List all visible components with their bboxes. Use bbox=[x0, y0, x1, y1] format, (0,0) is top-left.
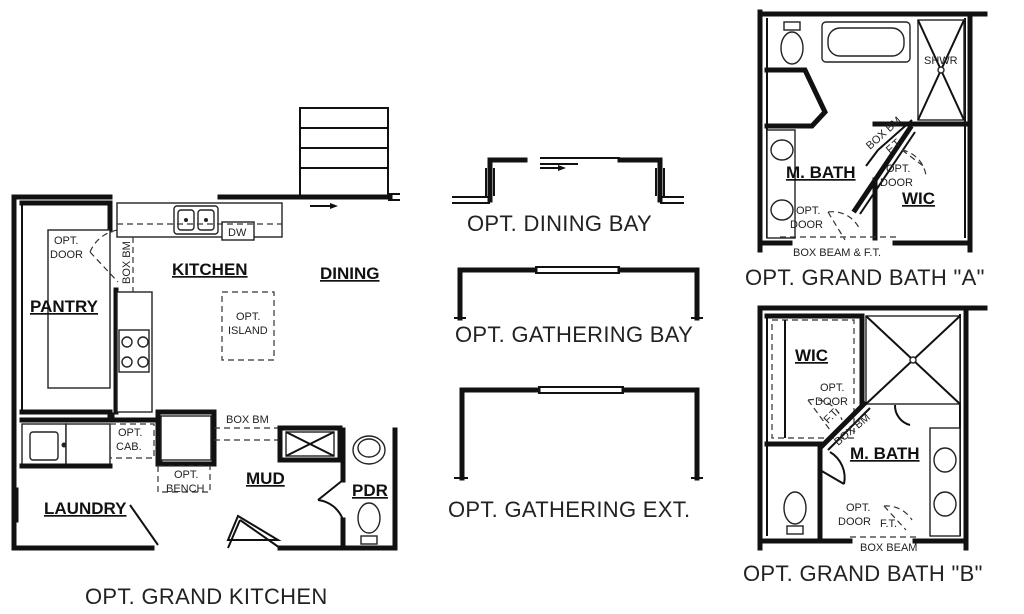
opt-cab-note-line2: CAB. bbox=[116, 441, 142, 453]
bath-b-ft1-note: F.T. bbox=[822, 406, 843, 427]
bath-a-m-bath-label: M. BATH bbox=[786, 163, 856, 182]
opt-door-note-line2: DOOR bbox=[50, 249, 83, 261]
box-bm-vertical-note: BOX BM bbox=[121, 241, 133, 284]
bath-a-opt-door1-line1: OPT. bbox=[886, 163, 910, 175]
box-bm-note: BOX BM bbox=[226, 414, 269, 426]
opt-door-note-line1: OPT. bbox=[54, 235, 78, 247]
gathering-bay-caption: OPT. GATHERING BAY bbox=[455, 322, 693, 347]
mud-label: MUD bbox=[246, 469, 285, 488]
bath-a-box-beam-ft-note: BOX BEAM & F.T. bbox=[793, 247, 881, 259]
gathering-bay-plan: OPT. GATHERING BAY bbox=[454, 266, 703, 347]
opt-island-note-line1: OPT. bbox=[236, 311, 260, 323]
bath-a-opt-door2-line1: OPT. bbox=[796, 205, 820, 217]
grand-bath-b-plan: WIC M. BATH OPT. DOOR F.T. BOX BM OPT. D… bbox=[743, 305, 988, 586]
bath-b-m-bath-label: M. BATH bbox=[850, 444, 920, 463]
kitchen-label: KITCHEN bbox=[172, 260, 248, 279]
dw-note: DW bbox=[228, 227, 247, 239]
opt-cab-note-line1: OPT. bbox=[118, 427, 142, 439]
bath-b-opt-door1-line1: OPT. bbox=[820, 382, 844, 394]
gathering-ext-caption: OPT. GATHERING EXT. bbox=[448, 497, 690, 522]
bath-a-shwr-note: SHWR bbox=[924, 55, 958, 67]
grand-kitchen-caption: OPT. GRAND KITCHEN bbox=[85, 584, 328, 609]
opt-bench-note-line2: BENCH bbox=[166, 483, 205, 495]
laundry-label: LAUNDRY bbox=[44, 499, 127, 518]
bath-a-opt-door1-line2: DOOR bbox=[880, 177, 913, 189]
grand-bath-a-caption: OPT. GRAND BATH "A" bbox=[745, 265, 985, 290]
dining-bay-caption: OPT. DINING BAY bbox=[467, 211, 652, 236]
grand-bath-a-plan: SHWR BOX BM F.T. OPT. DOOR OPT. DOOR BOX… bbox=[745, 9, 988, 290]
bath-b-opt-door2-line2: DOOR bbox=[838, 516, 871, 528]
pantry-label: PANTRY bbox=[30, 297, 99, 316]
bath-b-opt-door2-line1: OPT. bbox=[846, 502, 870, 514]
bath-b-wic-label: WIC bbox=[795, 346, 828, 365]
bath-b-box-beam-note: BOX BEAM bbox=[860, 542, 917, 554]
bath-b-opt-door1-line2: DOOR bbox=[815, 396, 848, 408]
kitchen-left-wall bbox=[11, 194, 155, 551]
grand-bath-b-caption: OPT. GRAND BATH "B" bbox=[743, 561, 983, 586]
grand-kitchen-plan: KITCHEN DINING PANTRY LAUNDRY MUD PDR OP… bbox=[11, 107, 400, 609]
opt-bench-note-line1: OPT. bbox=[174, 469, 198, 481]
bath-a-opt-door2-line2: DOOR bbox=[790, 219, 823, 231]
bath-a-wic-label: WIC bbox=[902, 189, 935, 208]
opt-island-note-line2: ISLAND bbox=[228, 325, 268, 337]
pdr-label: PDR bbox=[352, 481, 388, 500]
bath-b-ft2-note: F.T. bbox=[880, 518, 897, 530]
kitchen-bottom-right-wall bbox=[277, 427, 398, 551]
dining-label: DINING bbox=[320, 264, 380, 283]
gathering-ext-plan: OPT. GATHERING EXT. bbox=[448, 386, 703, 522]
dining-bay-plan: OPT. DINING BAY bbox=[452, 157, 684, 236]
